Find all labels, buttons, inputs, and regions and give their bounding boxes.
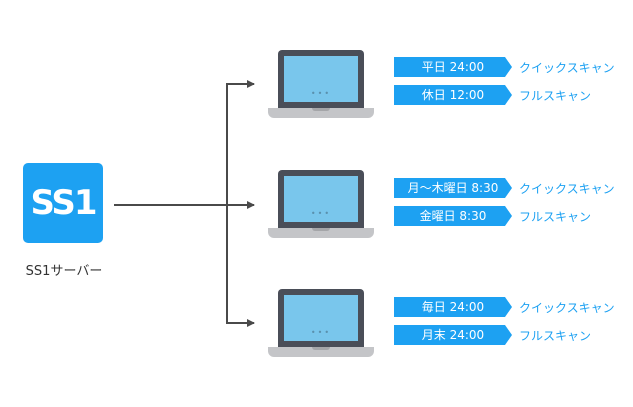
laptop-base [268, 108, 374, 118]
laptop-screen: ••• [284, 295, 358, 341]
schedule-time-tag: 月～木曜日 8:30 [394, 178, 512, 198]
scan-type-label: フルスキャン [519, 88, 592, 103]
laptop-icon: ••• [268, 289, 374, 359]
screen-dots: ••• [310, 89, 332, 98]
screen-dots: ••• [310, 328, 332, 337]
screen-dots: ••• [310, 209, 332, 218]
scan-type-label: フルスキャン [519, 328, 592, 343]
laptop-base [268, 228, 374, 238]
laptop-icon: ••• [268, 170, 374, 240]
server-label: SS1サーバー [25, 264, 103, 279]
laptop-base [268, 347, 374, 357]
schedule-time-tag: 金曜日 8:30 [394, 206, 512, 226]
scan-type-label: フルスキャン [519, 209, 592, 224]
schedule-row: 平日 24:00 クイックスキャン [394, 57, 615, 77]
schedule-time-tag: 毎日 24:00 [394, 297, 512, 317]
scan-type-label: クイックスキャン [519, 181, 615, 196]
laptop-lid: ••• [278, 50, 364, 108]
laptop-lid: ••• [278, 170, 364, 228]
ss1-server-logo: SS1 [23, 163, 103, 243]
schedule-row: 金曜日 8:30 フルスキャン [394, 206, 591, 226]
schedule-time-tag: 平日 24:00 [394, 57, 512, 77]
scan-type-label: クイックスキャン [519, 300, 615, 315]
ss1-logo-text: SS1 [30, 183, 97, 223]
laptop-screen: ••• [284, 176, 358, 222]
laptop-icon: ••• [268, 50, 374, 120]
schedule-row: 月末 24:00 フルスキャン [394, 325, 591, 345]
schedule-time-tag: 月末 24:00 [394, 325, 512, 345]
laptop-lid: ••• [278, 289, 364, 347]
schedule-row: 毎日 24:00 クイックスキャン [394, 297, 615, 317]
laptop-screen: ••• [284, 56, 358, 102]
schedule-row: 休日 12:00 フルスキャン [394, 85, 591, 105]
schedule-row: 月～木曜日 8:30 クイックスキャン [394, 178, 615, 198]
schedule-time-tag: 休日 12:00 [394, 85, 512, 105]
scan-type-label: クイックスキャン [519, 60, 615, 75]
